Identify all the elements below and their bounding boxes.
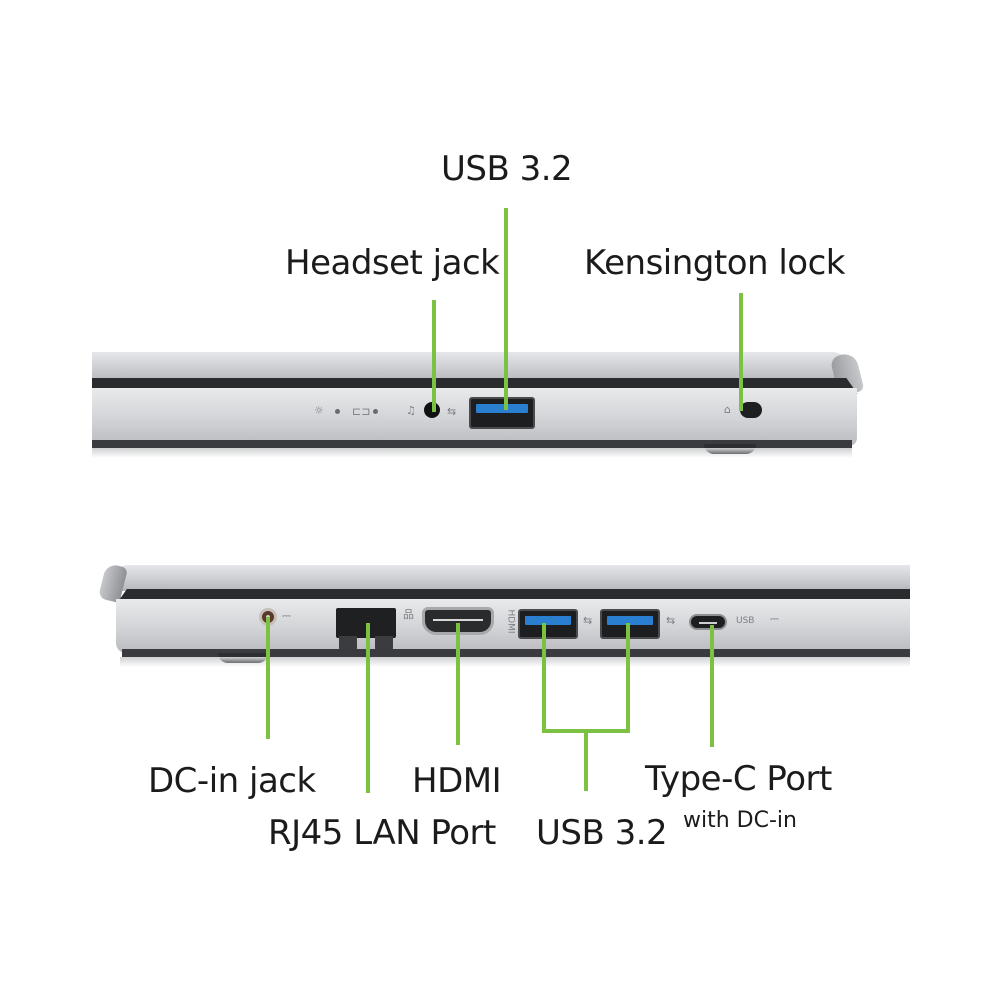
lan-icon: 品	[403, 608, 414, 621]
base	[116, 599, 910, 653]
lid	[92, 352, 847, 382]
shadow	[92, 448, 852, 458]
leader-line-hdmi	[456, 623, 460, 745]
leader-line-usb-top	[504, 208, 508, 410]
power-led-icon: ☼	[314, 404, 324, 417]
dc-icon: ⎓	[770, 612, 779, 625]
typec-slot	[699, 622, 717, 624]
usb-icon: ⇆	[447, 405, 457, 418]
label-kensington-lock: Kensington lock	[584, 243, 845, 283]
usb-3.2-port-b	[600, 609, 660, 639]
laptop-left-side: ⎓ 品 HDMI ⇆ ⇆ USB ⎓	[97, 562, 910, 670]
usb-tongue	[476, 404, 528, 413]
label-usb-bottom: USB 3.2	[536, 813, 668, 853]
usb-tongue	[607, 616, 653, 625]
kensington-lock-slot	[740, 402, 762, 418]
lid	[114, 565, 910, 591]
usbc-icon: USB	[736, 616, 755, 626]
lid-gap	[92, 378, 832, 388]
battery-led	[373, 409, 378, 414]
leader-line-dc-in	[266, 617, 270, 739]
leader-line-type-c	[710, 625, 714, 747]
usb-icon: ⇆	[583, 614, 593, 627]
base-bottom-edge	[122, 649, 910, 657]
lid-gap	[140, 589, 910, 599]
power-led	[335, 409, 340, 414]
usb-icon: ⇆	[666, 614, 676, 627]
leader-line-headset	[432, 300, 436, 412]
label-type-c-port: Type-C Port	[645, 759, 832, 799]
leader-line-usb-stem	[584, 729, 588, 791]
label-hdmi: HDMI	[412, 761, 502, 801]
rj45-flap-right	[375, 636, 393, 650]
hdmi-slot	[433, 619, 483, 621]
label-headset-jack: Headset jack	[285, 243, 500, 283]
hdmi-icon: HDMI	[505, 609, 516, 634]
label-dc-in-jack: DC-in jack	[148, 761, 316, 801]
type-c-port-socket	[689, 614, 727, 630]
usb-3.2-port	[469, 397, 535, 429]
battery-led-icon: ⊏⊐	[352, 405, 371, 418]
base-bottom-edge	[92, 440, 852, 448]
label-rj45-lan-port: RJ45 LAN Port	[268, 813, 496, 853]
leader-line-usb-a	[542, 623, 546, 733]
leader-line-rj45	[366, 623, 370, 793]
shadow	[120, 657, 910, 667]
usb-3.2-port-a	[518, 609, 578, 639]
headset-icon: ♫	[406, 404, 416, 417]
usb-tongue	[525, 616, 571, 625]
leader-line-usb-b	[626, 623, 630, 733]
leader-line-kensington	[739, 293, 743, 411]
rj45-flap-left	[339, 636, 357, 650]
label-type-c-sub: with DC-in	[683, 808, 797, 833]
label-usb-top: USB 3.2	[441, 149, 573, 189]
laptop-right-side: ☼ ⊏⊐ ♫ ⇆ ⌂	[92, 351, 865, 460]
dc-icon: ⎓	[282, 609, 291, 622]
lock-icon: ⌂	[724, 403, 731, 416]
